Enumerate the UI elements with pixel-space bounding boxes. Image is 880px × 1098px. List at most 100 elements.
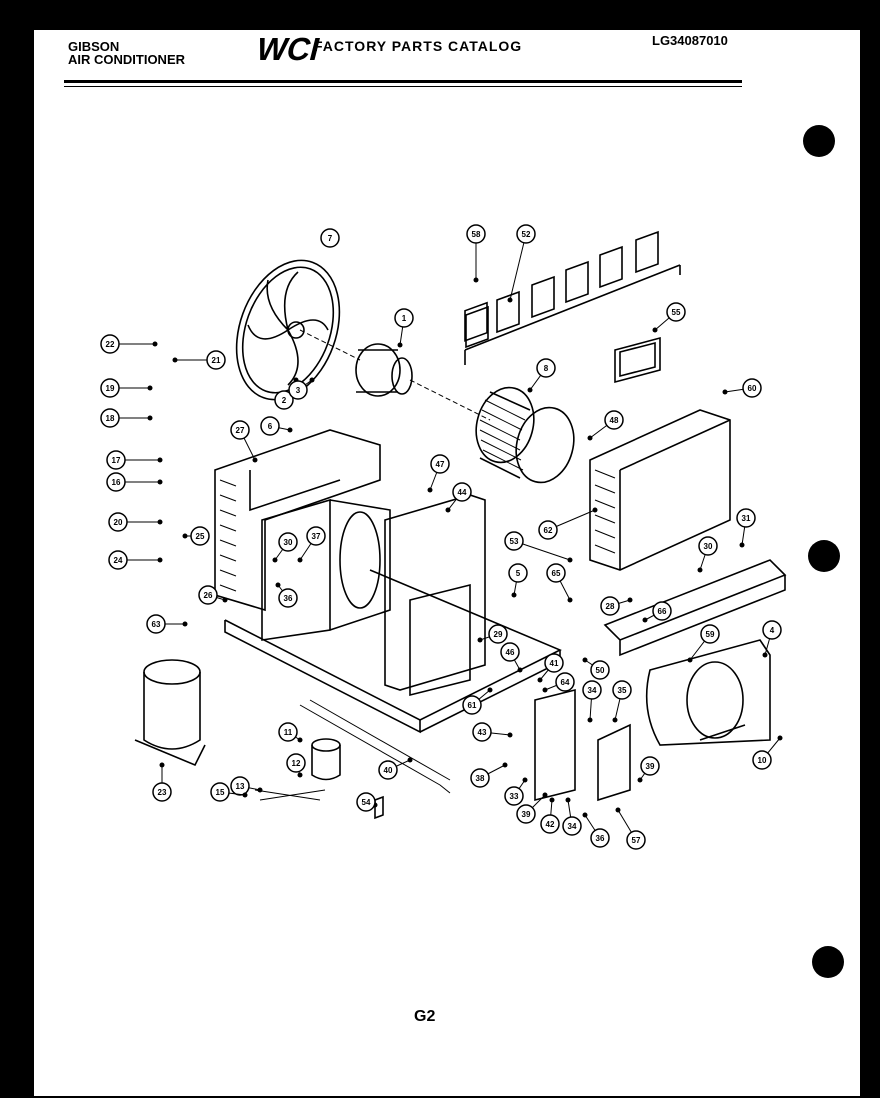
evaporator-coil [589,409,731,571]
fastener-marker [527,387,533,393]
fastener-marker [477,637,483,643]
callout-number: 6 [268,422,273,431]
callout-number: 41 [550,659,559,668]
callout-number: 33 [510,792,519,801]
fastener-marker [507,297,513,303]
fastener-marker [582,812,588,818]
callout-number: 37 [312,532,321,541]
callout-circle [742,378,762,398]
callout-circle [500,642,520,662]
callout-39: 39 [516,792,548,824]
callout-circle [230,420,250,440]
callout-number: 42 [546,820,555,829]
callout-number: 59 [706,630,715,639]
fastener-marker [697,567,703,573]
louver-assembly [464,230,681,365]
callout-circle [106,472,126,492]
callout-40: 40 [378,757,413,780]
callout-41: 41 [537,653,564,683]
callout-circle [260,416,280,436]
callout-number: 1 [402,314,407,323]
callout-circle [108,550,128,570]
binder-hole [808,540,840,572]
callout-33: 33 [504,777,528,806]
callout-circle [278,722,298,742]
callout-36: 36 [275,582,298,608]
callout-60: 60 [722,378,762,398]
callout-42: 42 [540,797,560,834]
callout-59: 59 [687,624,720,663]
callout-circle [504,786,524,806]
callout-38: 38 [470,762,508,788]
fastener-marker [502,762,508,768]
filter [614,336,661,384]
callout-number: 66 [658,607,667,616]
callout-16: 16 [106,472,163,492]
fastener-marker [397,342,403,348]
condenser-shroud [261,498,391,641]
callout-circle [430,454,450,474]
callout-circle [516,804,536,824]
callout-63: 63 [146,614,188,634]
callout-circle [516,224,536,244]
callout-number: 57 [632,836,641,845]
callout-number: 53 [510,537,519,546]
callout-4: 4 [762,620,782,658]
fastener-marker [739,542,745,548]
blower-wheel [475,386,575,484]
fastener-marker [242,792,248,798]
callout-number: 29 [494,630,503,639]
wci-logo: WCI [253,31,320,66]
fastener-marker [445,507,451,513]
fastener-marker [522,777,528,783]
fastener-marker [297,557,303,563]
fastener-marker [157,519,163,525]
callout-circle [210,782,230,802]
callout-circle [762,620,782,640]
fastener-marker [182,621,188,627]
fastener-marker [637,777,643,783]
callout-number: 18 [106,414,115,423]
control-cover [597,723,631,802]
callout-30: 30 [697,536,718,573]
brand-block: GIBSON AIR CONDITIONER [68,40,185,66]
callout-12: 12 [286,753,306,778]
callout-circle [206,350,226,370]
callout-number: 40 [384,766,393,775]
control-bracket [409,583,471,697]
model-number: LG34087010 [652,33,728,48]
binder-hole [803,125,835,157]
callout-circle [562,816,582,836]
catalog-page [34,30,860,1096]
base-pan [224,569,562,721]
callout-29: 29 [477,624,508,644]
fastener-marker [587,717,593,723]
callout-number: 28 [606,602,615,611]
callout-66: 66 [642,601,672,623]
fan-motor [299,329,491,421]
callout-35: 35 [612,680,632,723]
fastener-marker [275,582,281,588]
callout-number: 35 [618,686,627,695]
callout-circle [100,408,120,428]
compressor [134,659,206,767]
fastener-marker [157,457,163,463]
product-type: AIR CONDITIONER [68,52,185,67]
callout-number: 19 [106,384,115,393]
blower-housing [645,639,771,746]
callout-number: 34 [588,686,597,695]
callout-number: 10 [758,756,767,765]
callout-number: 25 [196,532,205,541]
control-panel [534,688,576,802]
callout-number: 27 [236,426,245,435]
fastener-marker [147,385,153,391]
callout-number: 3 [296,386,301,395]
callout-15: 15 [210,782,248,802]
callout-number: 60 [748,384,757,393]
callout-61: 61 [462,687,493,715]
fastener-marker [487,687,493,693]
callout-circle [698,536,718,556]
callout-number: 20 [114,518,123,527]
callout-11: 11 [278,722,303,743]
callout-circle [700,624,720,644]
